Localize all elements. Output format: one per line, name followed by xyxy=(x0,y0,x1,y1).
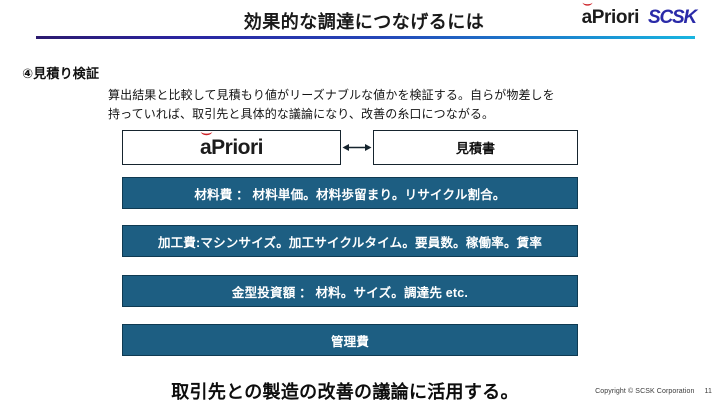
top-box-row: aPriori 見積書 xyxy=(122,130,578,165)
cost-bar-label: 金型投資額 ： 材料。サイズ。調達先 etc. xyxy=(231,285,469,300)
double-headed-arrow-icon xyxy=(341,130,373,165)
apriori-breve-icon xyxy=(200,131,213,139)
page-number: 11 xyxy=(704,388,712,395)
section-description: 算出結果と比較して見積もり値がリーズナブルな値かを検証する。自らが物差しを 持っ… xyxy=(108,86,628,125)
copyright-text: Copyright © SCSK Corporation xyxy=(595,388,695,395)
slide-header: 効果的な調達につなげるには aPriori SCSK xyxy=(0,0,728,44)
apriori-logo: aPriori xyxy=(581,2,640,29)
section-description-line-1: 算出結果と比較して見積もり値がリーズナブルな値かを検証する。自らが物差しを xyxy=(108,88,555,102)
quotation-box: 見積書 xyxy=(373,130,578,165)
cost-bar-material: 材料費 ： 材料単価。材料歩留まり。リサイクル割合。 xyxy=(122,177,578,209)
apriori-logo-text: aPriori xyxy=(581,7,640,28)
brand-logo-group: aPriori SCSK xyxy=(581,2,697,29)
apriori-box: aPriori xyxy=(122,130,341,165)
apriori-breve-icon xyxy=(582,2,593,9)
page-title: 効果的な調達につなげるには xyxy=(243,12,485,32)
cost-bar-tooling-investment: 金型投資額 ： 材料。サイズ。調達先 etc. xyxy=(122,275,578,307)
section-heading: ④見積り検証 xyxy=(22,66,100,81)
section-description-line-2: 持っていれば、取引先と具体的な議論になり、改善の糸口につながる。 xyxy=(108,107,495,122)
cost-bar-overhead: 管理費 xyxy=(122,324,578,356)
apriori-box-logo-text: aPriori xyxy=(199,135,264,159)
scsk-logo-text: SCSK xyxy=(648,7,697,28)
header-divider xyxy=(36,36,695,39)
copyright-notice: Copyright © SCSK Corporation 11 xyxy=(595,388,712,395)
cost-bar-label: 材料費 ： 材料単価。材料歩留まり。リサイクル割合。 xyxy=(194,187,506,202)
quotation-box-label: 見積書 xyxy=(455,141,495,156)
cost-bar-processing: 加工費:マシンサイズ。加工サイクルタイム。要員数。稼働率。賃率 xyxy=(122,225,578,257)
cost-bar-label: 管理費 xyxy=(330,334,370,349)
cost-bar-label: 加工費:マシンサイズ。加工サイクルタイム。要員数。稼働率。賃率 xyxy=(157,235,543,250)
footer-statement: 取引先との製造の改善の議論に活用する。 xyxy=(171,382,519,402)
apriori-box-logo: aPriori xyxy=(199,131,264,160)
